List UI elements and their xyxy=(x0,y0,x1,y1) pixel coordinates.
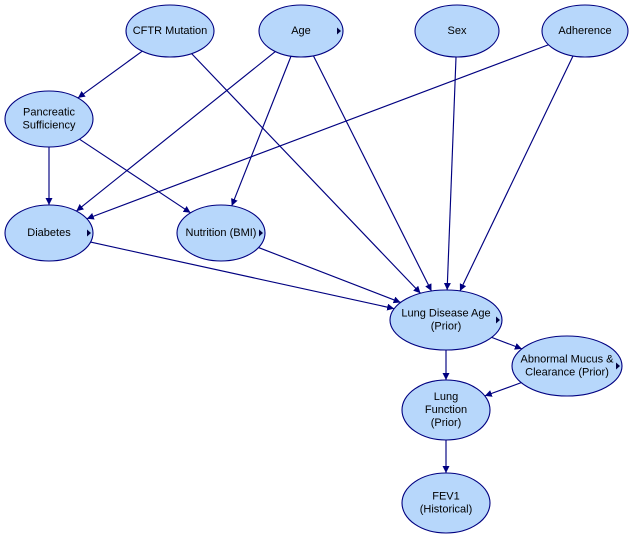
node-pancreatic-label-line-2: Sufficiency xyxy=(23,120,76,132)
expand-marker-icon xyxy=(616,362,620,370)
node-fev1-label-line-2: (Historical) xyxy=(420,504,473,516)
node-mucus[interactable]: Abnormal Mucus &Clearance (Prior) xyxy=(511,335,623,397)
node-adherence-shape xyxy=(541,4,629,58)
edge-cftr-to-lung-disease xyxy=(191,53,421,294)
node-age-shape xyxy=(258,4,344,58)
edge-pancreatic-to-nutrition xyxy=(79,138,191,214)
node-lung-disease-label-line-1: Lung Disease Age xyxy=(401,308,490,320)
node-diabetes-shape xyxy=(4,204,94,262)
node-adherence[interactable]: Adherence xyxy=(541,4,629,58)
node-adherence-label-line-1: Adherence xyxy=(558,25,611,37)
node-diabetes[interactable]: Diabetes xyxy=(4,204,94,262)
expand-marker-icon xyxy=(496,316,500,324)
node-sex-shape xyxy=(414,4,500,58)
edge-sex-to-lung-disease xyxy=(443,56,457,291)
node-nutrition-shape xyxy=(176,204,266,262)
edge-age-to-lung-disease xyxy=(312,55,432,292)
node-lung-function-label-line-3: (Prior) xyxy=(431,417,462,429)
node-fev1[interactable]: FEV1(Historical) xyxy=(401,472,491,534)
node-mucus-label-line-2: Clearance (Prior) xyxy=(525,367,609,379)
node-age[interactable]: Age xyxy=(258,4,344,58)
node-fev1-shape xyxy=(401,472,491,534)
expand-marker-icon xyxy=(259,229,263,237)
node-fev1-label-line-1: FEV1 xyxy=(432,491,460,503)
node-lung-disease-label-line-2: (Prior) xyxy=(431,321,462,333)
node-mucus-shape xyxy=(511,335,623,397)
edge-age-to-diabetes xyxy=(76,51,276,212)
node-sex-label-line-1: Sex xyxy=(448,25,467,37)
expand-marker-icon xyxy=(87,229,91,237)
expand-marker-icon xyxy=(337,27,341,35)
node-lung-disease-shape xyxy=(389,289,503,351)
node-age-label-line-1: Age xyxy=(291,25,311,37)
edge-cftr-to-pancreatic xyxy=(77,50,143,99)
edge-lung-disease-to-mucus xyxy=(491,336,523,350)
edge-adherence-to-diabetes xyxy=(86,44,549,220)
node-cftr-label-line-1: CFTR Mutation xyxy=(133,25,208,37)
node-mucus-label-line-1: Abnormal Mucus & xyxy=(521,354,615,366)
node-sex[interactable]: Sex xyxy=(414,4,500,58)
node-lung-disease[interactable]: Lung Disease Age(Prior) xyxy=(389,289,503,351)
node-layer: CFTR Mutation Age Sex AdherencePancreaticSu… xyxy=(4,4,629,534)
edge-layer xyxy=(45,44,574,473)
edge-age-to-nutrition xyxy=(231,56,292,207)
edge-diabetes-to-lung-disease xyxy=(90,241,395,311)
node-cftr[interactable]: CFTR Mutation xyxy=(125,4,215,58)
node-nutrition[interactable]: Nutrition (BMI) xyxy=(176,204,266,262)
edge-mucus-to-lung-function xyxy=(484,382,522,397)
node-pancreatic-shape xyxy=(4,90,94,148)
edge-adherence-to-lung-disease xyxy=(459,55,574,292)
node-lung-function-label-line-2: Function xyxy=(425,404,467,416)
node-cftr-shape xyxy=(125,4,215,58)
node-lung-function-shape xyxy=(401,379,491,441)
node-diabetes-label-line-1: Diabetes xyxy=(27,227,71,239)
node-nutrition-label-line-1: Nutrition (BMI) xyxy=(186,227,257,239)
node-pancreatic-label-line-1: Pancreatic xyxy=(23,107,75,119)
edge-nutrition-to-lung-disease xyxy=(258,247,401,304)
node-lung-function-label-line-1: Lung xyxy=(434,391,458,403)
